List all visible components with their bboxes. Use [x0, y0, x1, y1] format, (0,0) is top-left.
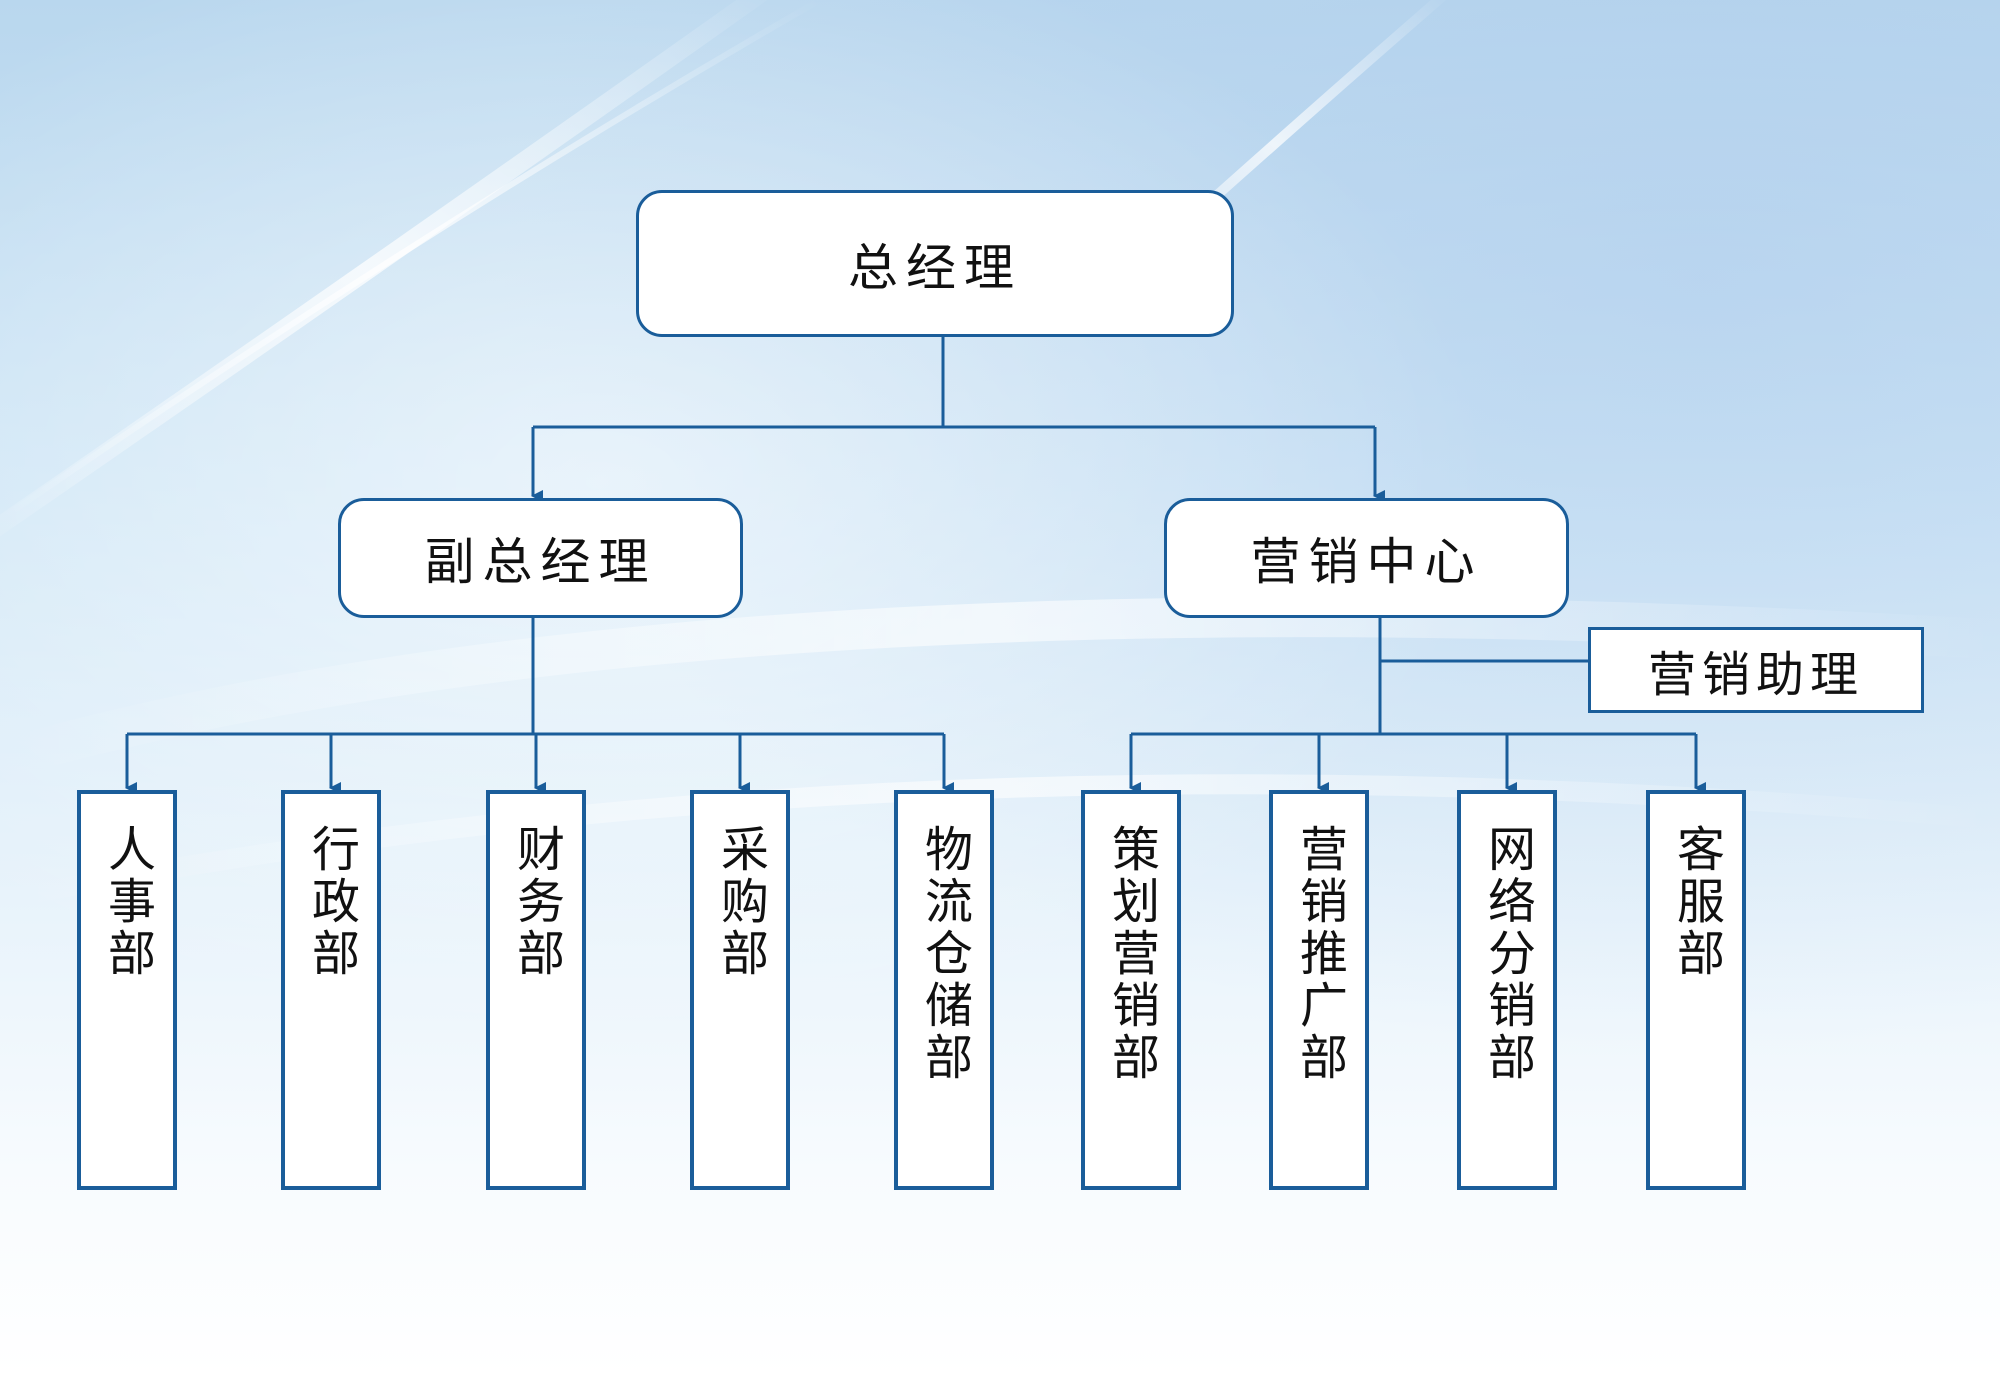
dept-purchasing-label: 采购部	[712, 824, 768, 980]
dept-marketing-promotion-label: 营销推广部	[1291, 824, 1347, 1084]
dept-hr-label: 人事部	[99, 824, 155, 980]
dept-online-distribution: 网络分销部	[1457, 790, 1557, 1190]
dept-online-distribution-label: 网络分销部	[1479, 824, 1535, 1084]
dept-marketing-promotion: 营销推广部	[1269, 790, 1369, 1190]
node-marketing-assistant: 营销助理	[1588, 627, 1924, 713]
dept-logistics: 物流仓储部	[894, 790, 994, 1190]
node-deputy-general-manager-label: 副总经理	[424, 533, 657, 591]
node-marketing-center-label: 营销中心	[1250, 533, 1483, 591]
node-general-manager-label: 总经理	[848, 238, 1022, 297]
node-general-manager: 总经理	[636, 190, 1234, 337]
dept-finance: 财务部	[486, 790, 586, 1190]
dept-logistics-label: 物流仓储部	[916, 824, 972, 1084]
dept-admin-label: 行政部	[303, 824, 359, 980]
dept-planning-marketing-label: 策划营销部	[1103, 824, 1159, 1084]
dept-purchasing: 采购部	[690, 790, 790, 1190]
dept-admin: 行政部	[281, 790, 381, 1190]
dept-hr: 人事部	[77, 790, 177, 1190]
node-marketing-center: 营销中心	[1164, 498, 1569, 618]
dept-finance-label: 财务部	[508, 824, 564, 980]
node-marketing-assistant-label: 营销助理	[1647, 647, 1864, 703]
dept-customer-service: 客服部	[1646, 790, 1746, 1190]
dept-customer-service-label: 客服部	[1668, 824, 1724, 980]
node-deputy-general-manager: 副总经理	[338, 498, 743, 618]
dept-planning-marketing: 策划营销部	[1081, 790, 1181, 1190]
